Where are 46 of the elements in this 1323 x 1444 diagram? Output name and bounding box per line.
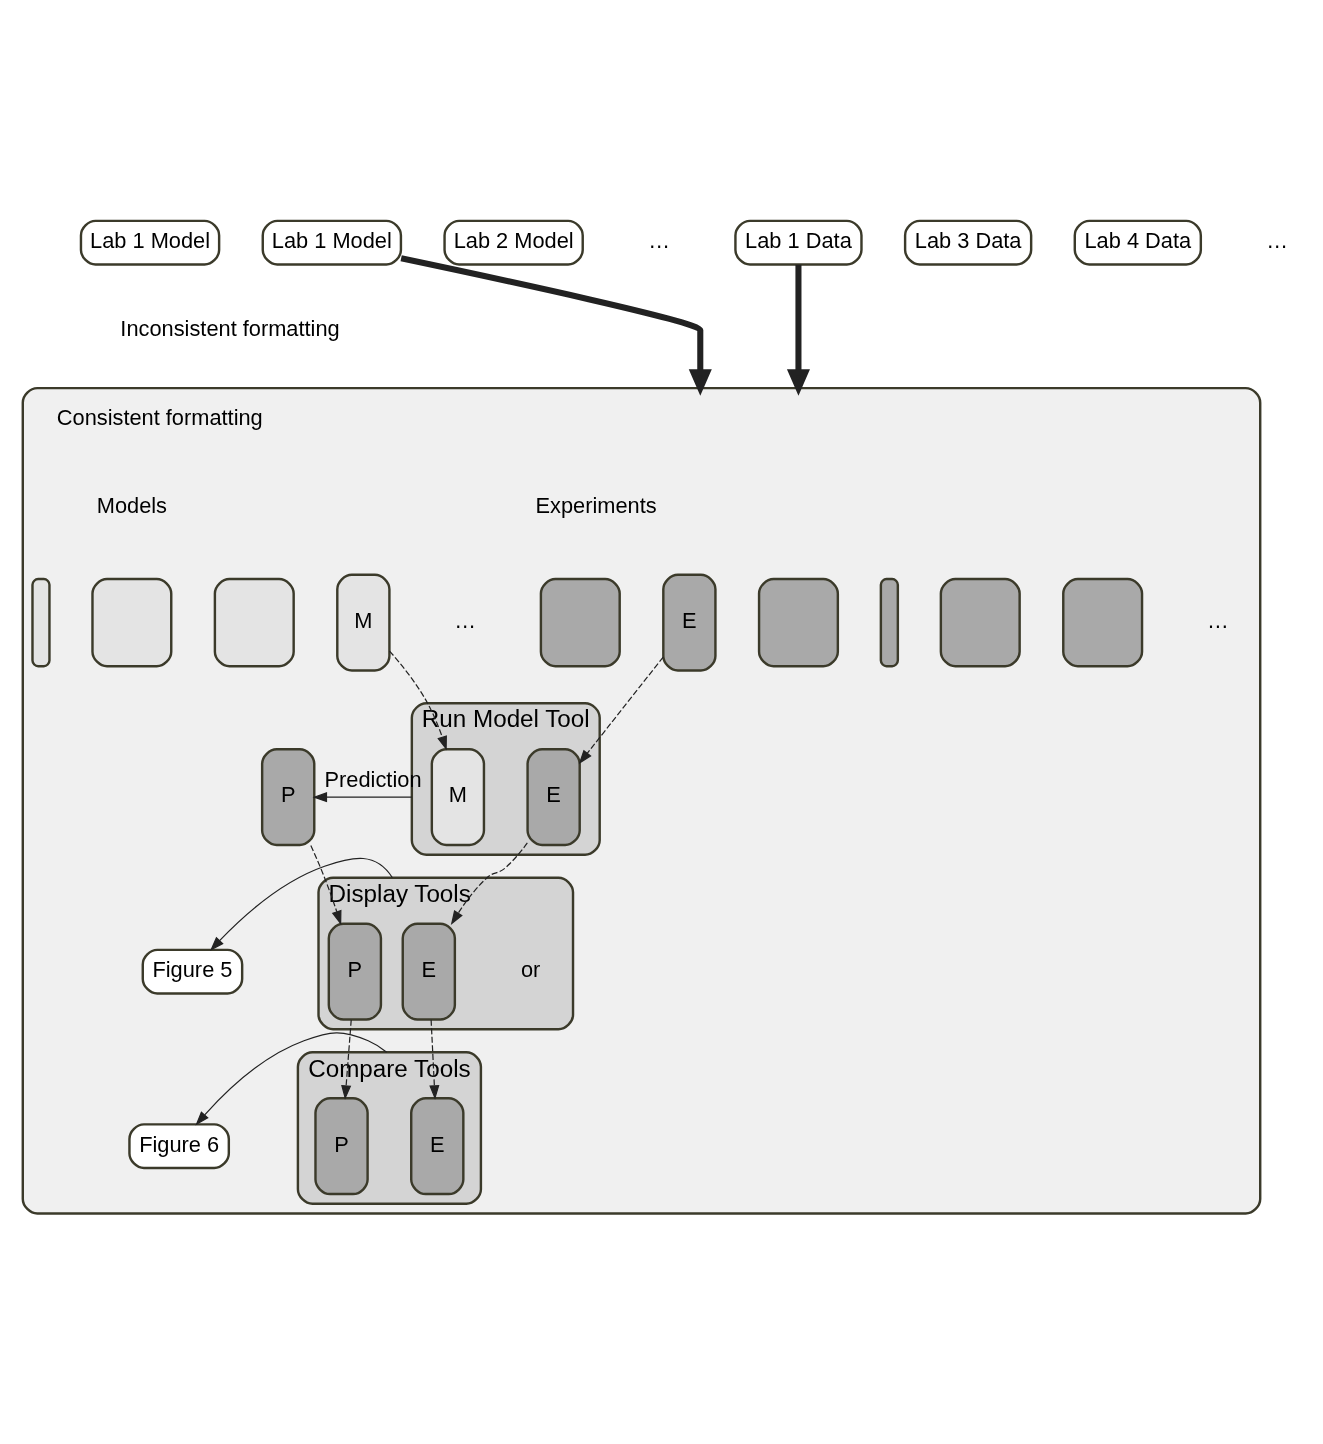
label: … <box>1206 607 1229 633</box>
node-box: Figure 6 <box>128 1123 231 1170</box>
arrow <box>786 264 810 396</box>
node-box: P <box>327 922 383 1021</box>
node-box: M <box>430 748 486 847</box>
node-box <box>757 577 840 668</box>
node-box: Lab 2 Model <box>443 219 584 266</box>
label: Inconsistent formatting <box>120 316 340 342</box>
node-box: P <box>260 748 316 847</box>
arrow <box>400 255 712 396</box>
node-box: Lab 4 Data <box>1073 219 1203 266</box>
arrow <box>341 1019 352 1100</box>
node-box: E <box>401 922 457 1021</box>
node-box: P <box>314 1097 369 1196</box>
arrow <box>578 656 664 765</box>
node-box: M <box>336 573 391 672</box>
label: Consistent formatting <box>56 404 263 430</box>
arrow <box>310 844 342 926</box>
label: … <box>454 607 477 633</box>
node-box: Lab 3 Data <box>903 219 1033 266</box>
node-box: E <box>526 748 581 847</box>
node-box <box>213 577 295 668</box>
node-box: E <box>662 573 717 672</box>
node-box: E <box>410 1097 465 1196</box>
arrow <box>312 792 413 803</box>
label: … <box>1266 228 1289 253</box>
arrow <box>210 857 394 951</box>
label: … <box>648 228 670 253</box>
arrow <box>429 1019 440 1100</box>
node-bar <box>879 577 900 668</box>
label: Models <box>96 493 167 519</box>
arrow <box>450 842 528 926</box>
node-box <box>1062 577 1144 668</box>
node-bar <box>31 577 51 668</box>
node-box <box>91 577 173 668</box>
node-box: Lab 1 Model <box>79 219 221 266</box>
cluster <box>21 386 1262 1215</box>
node-box: Figure 5 <box>141 948 244 995</box>
label: Experiments <box>535 493 657 519</box>
node-box: Lab 1 Data <box>734 219 863 266</box>
node-box: Lab 1 Model <box>261 219 403 266</box>
arrow <box>388 650 447 751</box>
arrow <box>195 1032 388 1126</box>
node-box <box>539 577 621 668</box>
label: or <box>520 957 541 982</box>
node-box <box>939 577 1021 668</box>
